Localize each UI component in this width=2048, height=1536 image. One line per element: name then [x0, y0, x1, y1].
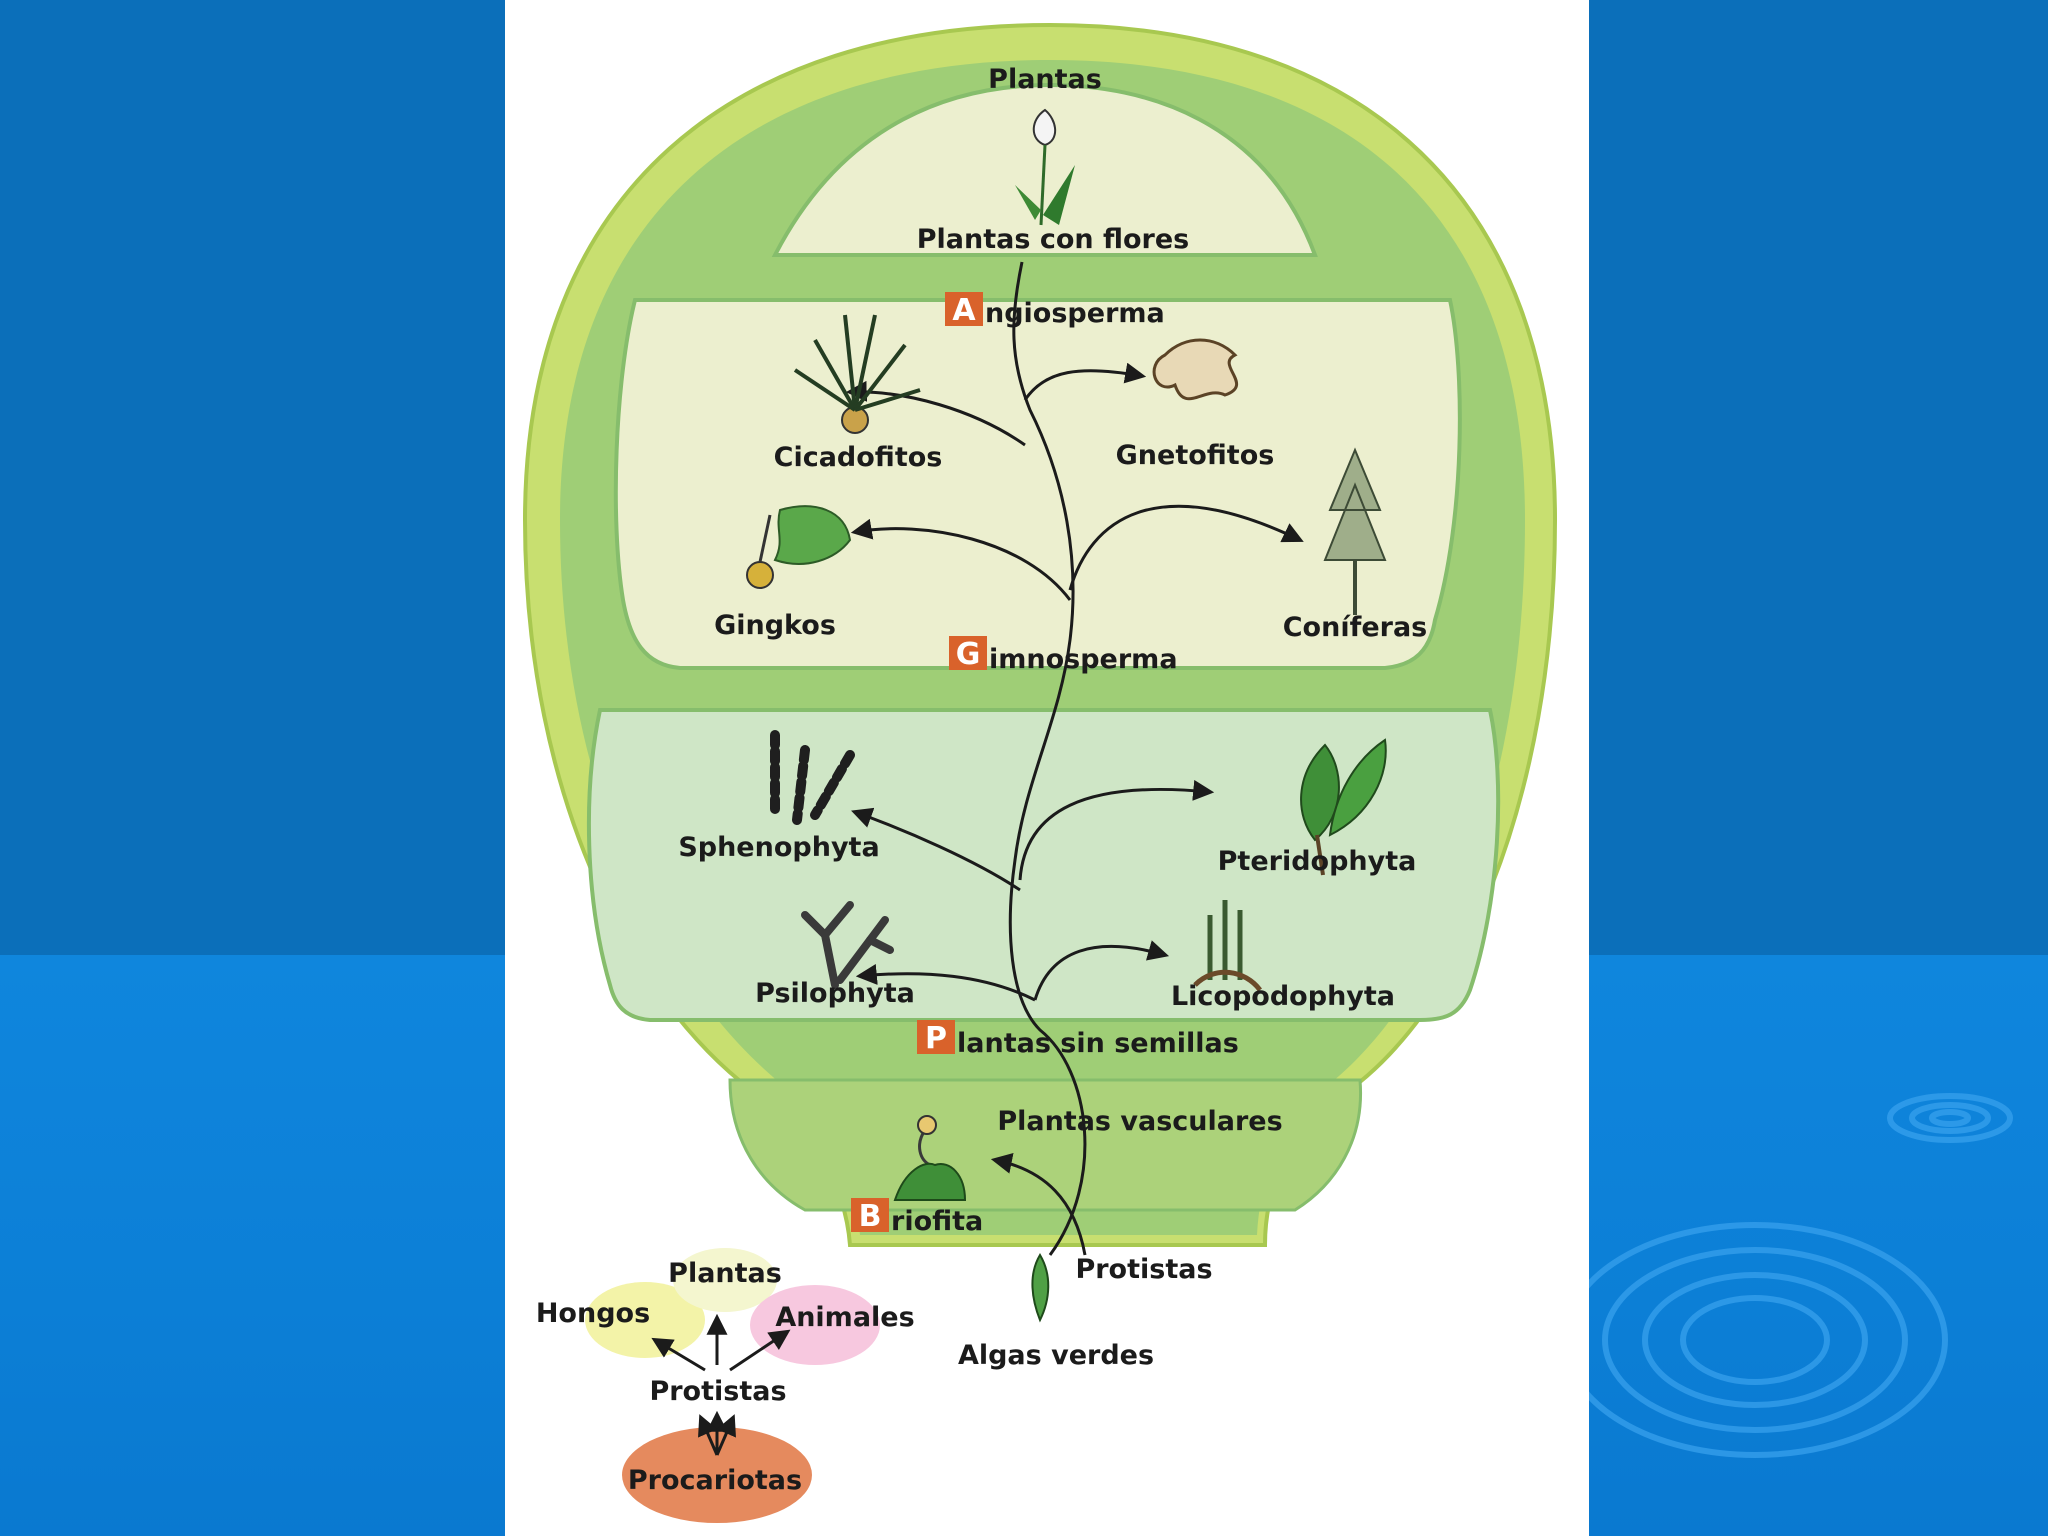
letter-g: G [956, 637, 981, 672]
flower-plant-icon [1015, 108, 1075, 226]
label-gingkos: Gingkos [714, 610, 836, 641]
licopodophyta-icon [1193, 900, 1262, 992]
mini-label-animales: Animales [775, 1302, 914, 1333]
arrow-pteridophyta [1018, 779, 1215, 881]
label-psilophyta: Psilophyta [755, 978, 915, 1009]
mini-arrows [651, 1313, 791, 1456]
label-cicadofitos: Cicadofitos [774, 442, 943, 473]
label-plantas-vasculares: Plantas vasculares [997, 1106, 1282, 1137]
blob-hongos [585, 1282, 705, 1358]
label-gimnosperma: imnosperma [989, 644, 1178, 675]
briofita-icon [893, 1115, 967, 1201]
gnetophyte-icon [1152, 338, 1239, 401]
letter-box-g [949, 636, 987, 670]
pteridophyta-icon [1300, 738, 1387, 876]
letter-a: A [952, 293, 976, 328]
evolution-trunk [1008, 261, 1087, 1256]
green-algae-icon [1031, 1253, 1050, 1323]
label-licopodophyta: Licopodophyta [1171, 981, 1395, 1012]
letter-box-b [851, 1198, 889, 1232]
sphenophyta-icon [770, 730, 855, 825]
chamber-bryophyte [728, 1078, 1363, 1212]
ginkgo-icon [746, 505, 852, 589]
cycad-icon [793, 314, 921, 434]
arrow-psilophyta [855, 964, 1036, 1002]
label-pteridophyta: Pteridophyta [1218, 846, 1417, 877]
label-plantas-sin-semillas: lantas sin semillas [957, 1028, 1239, 1059]
arrow-briofita [990, 1153, 1087, 1256]
label-sphenophyta: Sphenophyta [678, 832, 879, 863]
mini-label-hongos: Hongos [536, 1298, 650, 1329]
arrow-gingkos [850, 518, 1072, 601]
arrow-licopodophyta [1033, 940, 1170, 1001]
label-protistas-algae: Protistas [1075, 1254, 1212, 1285]
letter-box-a [945, 292, 983, 326]
blob-procariotas [622, 1427, 812, 1523]
label-coniferas: Coníferas [1283, 612, 1428, 643]
label-algas-verdes: Algas verdes [958, 1340, 1154, 1371]
conifer-icon [1323, 447, 1387, 615]
arrow-gnetofitos [1023, 362, 1147, 401]
label-angiosperma: ngiosperma [985, 298, 1165, 329]
letter-p: P [925, 1021, 947, 1056]
label-gnetofitos: Gnetofitos [1116, 440, 1275, 471]
arrow-coniferas [1068, 504, 1304, 591]
letter-b: B [859, 1199, 882, 1234]
mini-label-plantas: Plantas [668, 1258, 782, 1289]
chamber-seedless [586, 708, 1501, 1022]
arrow-sphenophyta [851, 807, 1021, 892]
mini-label-procariotas: Procariotas [628, 1465, 802, 1496]
label-plantas-con-flores: Plantas con flores [917, 224, 1190, 255]
plant-evolution-diagram: Plantas Plantas con flores A ngiosperma … [522, 22, 1558, 1523]
letter-box-p [917, 1020, 955, 1054]
label-plantas-top: Plantas [988, 64, 1102, 95]
label-briofita: riofita [891, 1206, 983, 1237]
mini-label-protistas: Protistas [649, 1376, 786, 1407]
psilophyta-icon [801, 901, 894, 989]
blob-plantas [673, 1248, 777, 1312]
